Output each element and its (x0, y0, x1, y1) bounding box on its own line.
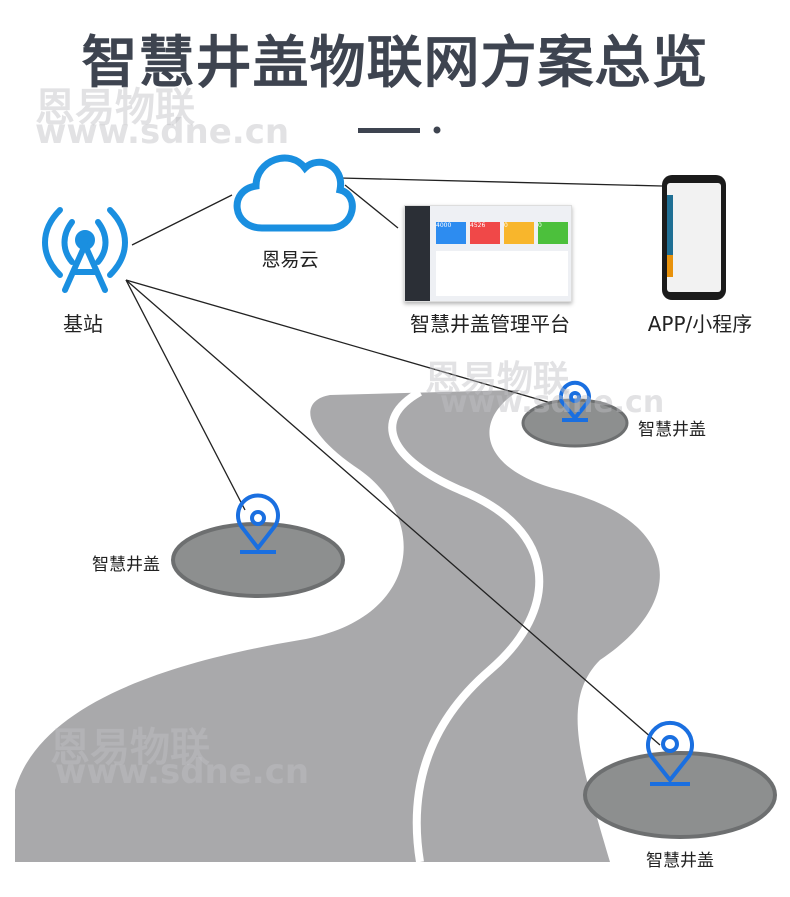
watermark: 恩易物联 (425, 359, 570, 400)
stat-card: 0 (538, 222, 568, 244)
base-station-icon (42, 207, 128, 293)
cloud-label: 恩易云 (261, 249, 319, 271)
watermark-url: www.sdne.cn (440, 385, 665, 420)
watermark-url: www.sdne.cn (55, 752, 310, 792)
platform-screenshot: 4000 4526 0 0 (404, 205, 572, 302)
app-label: APP/小程序 (647, 312, 753, 336)
platform-label: 智慧井盖管理平台 (410, 312, 570, 336)
page-title: 智慧井盖物联网方案总览 (81, 31, 709, 96)
watermark: 恩易物联 (50, 725, 210, 771)
road-center-line (388, 388, 544, 863)
manhole-label: 智慧井盖 (646, 851, 714, 871)
cloud-icon (233, 154, 356, 232)
phone-screenshot (662, 175, 726, 300)
manhole-label: 智慧井盖 (638, 420, 706, 440)
base-station-label: 基站 (63, 312, 103, 336)
stat-card: 4000 (436, 222, 466, 244)
stat-card: 4526 (470, 222, 500, 244)
watermark-url: www.sdne.cn (35, 112, 290, 152)
stat-card: 0 (504, 222, 534, 244)
location-pin-icons (236, 380, 694, 786)
watermark: 恩易物联 (35, 85, 195, 131)
manhole-label: 智慧井盖 (92, 555, 160, 575)
connection-lines (125, 177, 663, 746)
